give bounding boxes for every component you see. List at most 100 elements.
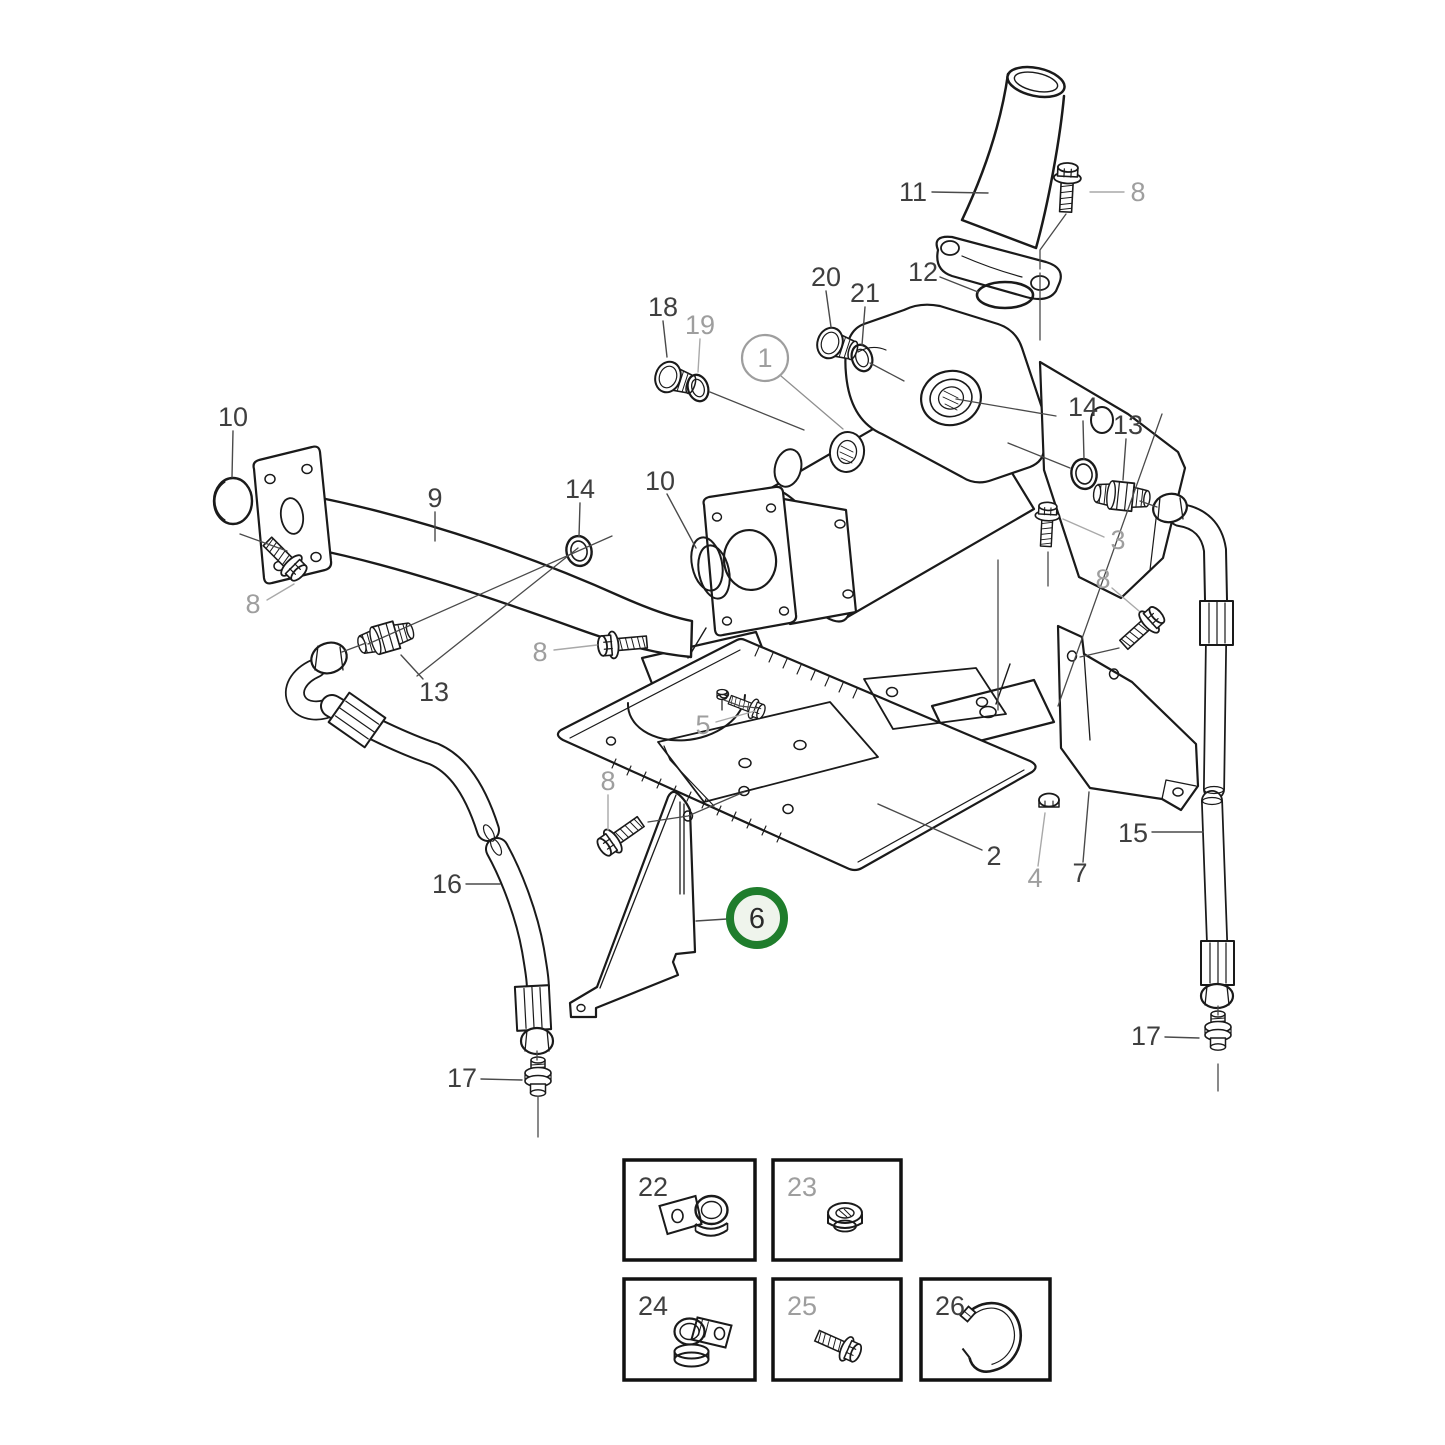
oring-12-drawing bbox=[975, 280, 1035, 310]
part-label-8[interactable]: 8 bbox=[1095, 564, 1110, 594]
assembly-line bbox=[955, 398, 1057, 417]
leader-line-14 bbox=[578, 502, 581, 538]
label-leader-lines bbox=[231, 191, 1204, 1081]
fitting-13-left-drawing bbox=[353, 615, 418, 660]
part-label-12[interactable]: 12 bbox=[908, 257, 938, 287]
oring-10-drawing bbox=[690, 536, 731, 600]
assembly-line bbox=[869, 362, 905, 382]
part-label-15[interactable]: 15 bbox=[1118, 818, 1148, 848]
leader-line-5 bbox=[715, 710, 756, 723]
part-label-18[interactable]: 18 bbox=[648, 292, 678, 322]
part-label-4[interactable]: 4 bbox=[1027, 863, 1042, 893]
water-pipe-drawing bbox=[252, 445, 694, 659]
assembly-line bbox=[723, 699, 758, 709]
bracket-6-drawing bbox=[568, 790, 697, 1019]
assembly-line bbox=[367, 535, 613, 645]
part-label-8[interactable]: 8 bbox=[532, 637, 547, 667]
plug-18-drawing bbox=[650, 357, 701, 402]
reference-bubble-number[interactable]: 1 bbox=[757, 343, 772, 373]
part-label-14[interactable]: 14 bbox=[1068, 392, 1098, 422]
inset-box-number-23: 23 bbox=[787, 1172, 817, 1202]
part-label-20[interactable]: 20 bbox=[811, 262, 841, 292]
part-label-19[interactable]: 19 bbox=[685, 310, 715, 340]
part-label-8[interactable]: 8 bbox=[245, 589, 260, 619]
inset-box-23[interactable]: 23 bbox=[771, 1158, 903, 1262]
part-label-7[interactable]: 7 bbox=[1072, 858, 1087, 888]
part-label-8[interactable]: 8 bbox=[1130, 177, 1145, 207]
highlight-leader bbox=[695, 918, 728, 922]
reference-bubble-leader bbox=[780, 375, 844, 430]
leader-line-19 bbox=[697, 338, 701, 373]
pump-end-cover-drawing bbox=[702, 485, 858, 637]
part-label-16[interactable]: 16 bbox=[432, 869, 462, 899]
leader-line-4 bbox=[1037, 812, 1046, 867]
cap-10-drawing bbox=[212, 476, 254, 526]
leader-line-10 bbox=[666, 493, 697, 549]
leader-line-8 bbox=[553, 644, 598, 651]
assembly-line bbox=[1057, 413, 1163, 707]
leader-line-17 bbox=[1164, 1036, 1200, 1039]
leader-line-12 bbox=[939, 276, 979, 293]
part-label-14[interactable]: 14 bbox=[565, 474, 595, 504]
inset-box-number-26: 26 bbox=[935, 1291, 965, 1321]
inset-box-25[interactable]: 25 bbox=[771, 1277, 903, 1382]
inset-part-boxes: 22 23 24 25 26 bbox=[622, 1158, 1052, 1382]
leader-line-18 bbox=[662, 320, 668, 358]
bolt-3-drawing bbox=[1032, 500, 1062, 548]
part-label-3[interactable]: 3 bbox=[1110, 525, 1125, 555]
part-label-5[interactable]: 5 bbox=[695, 710, 710, 740]
exhaust-pipe-drawing bbox=[935, 65, 1066, 301]
leader-line-3 bbox=[1062, 518, 1105, 538]
leader-line-14 bbox=[1082, 420, 1085, 460]
leader-line-7 bbox=[1082, 791, 1090, 863]
leader-line-2 bbox=[877, 803, 983, 851]
leader-line-11 bbox=[931, 191, 989, 194]
leader-line-21 bbox=[861, 306, 866, 346]
inset-box-number-25: 25 bbox=[787, 1291, 817, 1321]
part-label-2[interactable]: 2 bbox=[986, 841, 1001, 871]
assembly-line bbox=[341, 642, 367, 653]
inset-box-22[interactable]: 22 bbox=[622, 1158, 757, 1262]
highlighted-part-number[interactable]: 6 bbox=[749, 903, 765, 935]
part-label-13[interactable]: 13 bbox=[419, 677, 449, 707]
assembly-line bbox=[239, 533, 288, 552]
bolt-8-right-drawing bbox=[1113, 601, 1171, 656]
leader-line-10 bbox=[231, 430, 234, 478]
assembly-line bbox=[1079, 647, 1120, 658]
inset-box-26[interactable]: 26 bbox=[919, 1277, 1052, 1382]
assembly-line bbox=[1039, 213, 1067, 270]
highlighted-part-circle[interactable] bbox=[726, 887, 788, 949]
bracket-7-drawing bbox=[1056, 624, 1200, 812]
assembly-line bbox=[709, 391, 805, 431]
bolt-8-bottom-drawing bbox=[591, 809, 650, 862]
leader-line-17 bbox=[480, 1078, 523, 1081]
part-label-13[interactable]: 13 bbox=[1113, 410, 1143, 440]
part-label-10[interactable]: 10 bbox=[218, 402, 248, 432]
part-label-11[interactable]: 11 bbox=[899, 177, 927, 207]
hose-15-drawing bbox=[1152, 492, 1235, 1051]
assembly-line bbox=[416, 547, 579, 677]
assembly-line bbox=[1007, 442, 1071, 469]
hose-16-drawing bbox=[284, 641, 555, 1097]
inset-box-24[interactable]: 24 bbox=[622, 1277, 757, 1382]
leader-line-8 bbox=[1111, 587, 1140, 612]
inset-box-border bbox=[622, 1277, 757, 1382]
assembly-line bbox=[647, 791, 745, 823]
screw-4-drawing bbox=[1038, 792, 1060, 808]
part-label-21[interactable]: 21 bbox=[850, 278, 880, 308]
part-label-17[interactable]: 17 bbox=[447, 1063, 477, 1093]
bolt-8-top-drawing bbox=[1051, 161, 1083, 214]
part-label-17[interactable]: 17 bbox=[1131, 1021, 1161, 1051]
callout-bubbles: 16 bbox=[695, 333, 844, 949]
assembly-line bbox=[1139, 500, 1158, 508]
inset-box-number-22: 22 bbox=[638, 1172, 668, 1202]
part-label-8[interactable]: 8 bbox=[600, 766, 615, 796]
part-label-10[interactable]: 10 bbox=[645, 466, 675, 496]
part-label-9[interactable]: 9 bbox=[427, 483, 442, 513]
reference-bubble-circle[interactable] bbox=[740, 333, 790, 383]
leader-line-13 bbox=[1122, 438, 1127, 481]
stud-5-drawing bbox=[716, 688, 728, 711]
